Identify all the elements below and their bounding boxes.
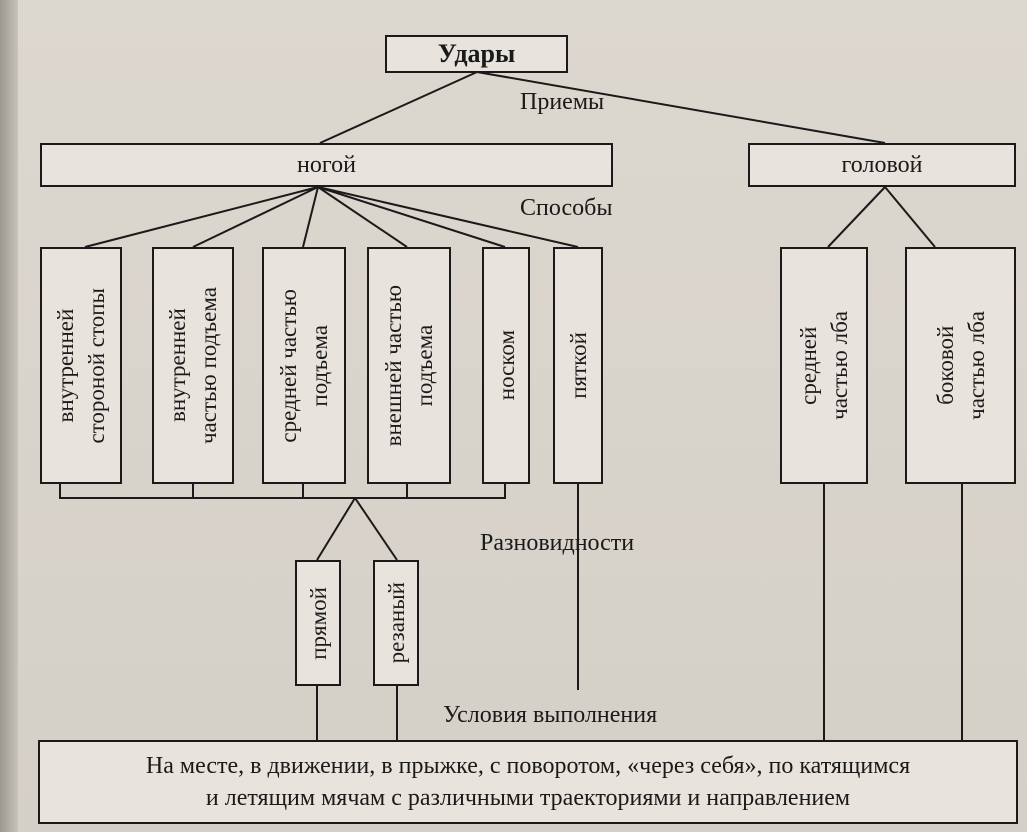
variant-box-straight: прямой [295, 560, 341, 686]
level-label-methods: Способы [520, 195, 613, 221]
technique-head-label: головой [841, 151, 923, 178]
connector-head-m1 [827, 186, 886, 248]
variant-box-cut: резаный [373, 560, 419, 686]
variant-label: прямой [305, 586, 331, 660]
connector-bracket-cut [354, 497, 398, 561]
connector-foot-m2 [192, 186, 319, 248]
method-box-middle-instep: средней частью подъема [262, 247, 346, 484]
method-label: внутренней стороной стопы [53, 287, 109, 444]
level-label-variants: Разновидности [480, 530, 635, 556]
method-box-forehead-middle: средней частью лба [780, 247, 868, 484]
connector-foot-m6 [317, 186, 579, 248]
connector-foot-m3 [302, 186, 319, 248]
method-box-outer-instep: внешней частью подъема [367, 247, 451, 484]
method-label: средней частью лба [796, 311, 852, 420]
conditions-line-2: и летящим мячам с различными траекториям… [205, 785, 851, 811]
method-box-forehead-side: боковой частью лба [905, 247, 1016, 484]
connector-bracket-straight [316, 497, 356, 561]
method-box-inner-instep: внутренней частью подъема [152, 247, 234, 484]
method-label: внутренней частью подъема [165, 286, 221, 444]
connector-foot-m1 [84, 186, 319, 248]
method-label: носком [493, 330, 519, 401]
level-label-techniques: Приемы [520, 89, 605, 115]
conditions-box: На месте, в движении, в прыжке, с поворо… [38, 740, 1018, 824]
connector-head-m2 [884, 186, 936, 248]
method-label: боковой частью лба [932, 311, 989, 420]
root-box: Удары [385, 35, 568, 73]
bracket-foot-methods [59, 484, 506, 499]
connector-foot-m4 [317, 186, 408, 248]
technique-head-box: головой [748, 143, 1016, 187]
root-label: Удары [437, 39, 516, 68]
method-label: средней частью подъема [276, 288, 332, 443]
method-label: внешней частью подъема [381, 284, 437, 447]
connector-root-foot [319, 71, 478, 144]
connector-foot-m5 [317, 186, 506, 248]
method-box-inner-side: внутренней стороной стопы [40, 247, 122, 484]
method-label: пяткой [565, 332, 591, 399]
method-box-heel: пяткой [553, 247, 603, 484]
technique-foot-label: ногой [297, 151, 356, 178]
conditions-line-1: На месте, в движении, в прыжке, с поворо… [145, 753, 911, 779]
connector-root-head [476, 71, 886, 144]
level-label-conditions: Условия выполнения [443, 702, 658, 728]
variant-label: резаный [383, 582, 409, 664]
technique-foot-box: ногой [40, 143, 613, 187]
method-box-toe: носком [482, 247, 530, 484]
